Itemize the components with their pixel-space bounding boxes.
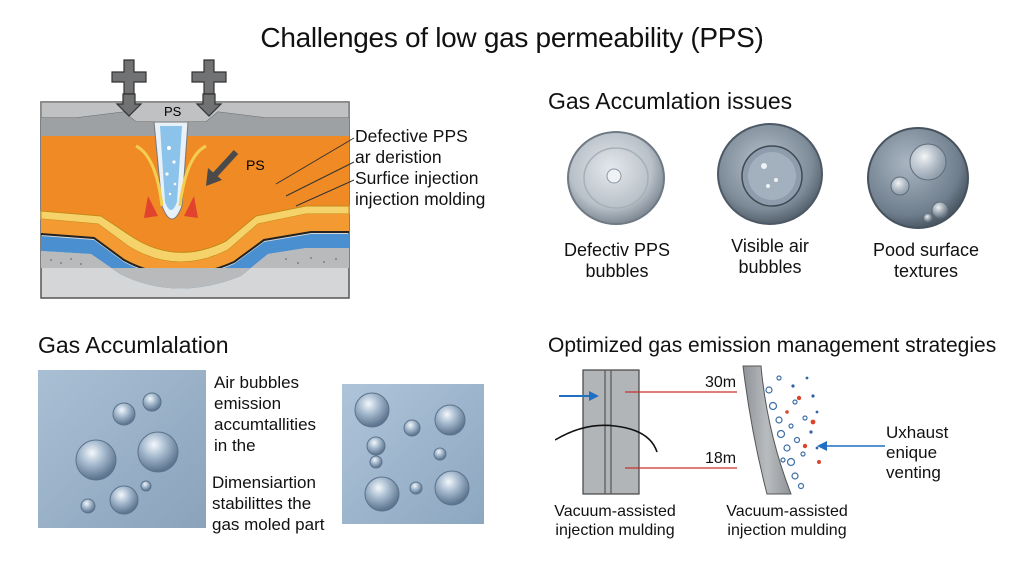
issue-caption-3: Pood surface textures [856,240,996,282]
acc-text1-line2: emission [214,394,282,413]
curved-mold-wall [742,365,792,495]
issue-1-line2: bubbles [585,261,649,281]
strategies-heading: Optimized gas emission management strate… [548,334,997,357]
gas-issues-heading: Gas Accumlation issues [548,88,793,114]
vacuum-line [555,424,658,453]
press-arrow-right [191,59,227,117]
acc-text2-line2: stabilittes the [212,494,312,513]
exhaust-arrow [817,441,827,451]
issue-2-line1: Visible air [731,236,809,256]
issue-caption-2: Visible air bubbles [700,236,840,278]
bubble-photo-right [342,384,484,524]
exhaust-line3: venting [886,463,941,482]
mold-label: PS [164,104,182,119]
defective-bubble-disc [567,131,665,225]
callout-lines [275,137,355,207]
issue-2-line2: bubbles [738,257,802,277]
gas-accumulation-heading: Gas Accumlalation [38,332,229,358]
page-title: Challenges of low gas permeability (PPS) [260,22,764,53]
red-particles [785,395,821,464]
strategy-caption-right: Vacuum-assisted injection mulding [712,502,862,540]
issue-caption-1: Defectiv PPS bubbles [545,240,689,282]
caption-right-line2: injection mulding [727,522,847,539]
accumulation-text-2: Dimensiartion stabilittes the gas moled … [212,472,324,535]
inlet-arrow [589,391,599,401]
strategies-diagram [555,365,885,495]
dimension-bottom: 18m [705,450,737,467]
callout-3: Surfice injection [355,168,479,188]
acc-text2-line3: gas moled part [212,515,325,534]
cross-section-diagram: PS PS [40,59,355,299]
visible-air-bubble-disc [717,123,823,225]
blue-base-layer [41,234,349,289]
acc-text1-line1: Air bubbles [214,373,300,392]
accumulation-text-1: Air bubbles emission accumtallities in t… [214,372,316,456]
callout-2: ar deristion [355,147,442,167]
channel-bubbles [165,146,177,196]
caption-left-line2: injection mulding [555,522,675,539]
bubble-photo-left [38,370,206,528]
issue-1-line1: Defectiv PPS [563,240,671,260]
cross-section-callouts: Defective PPS ar deristion Surfice injec… [355,126,485,210]
direction-arrow [206,168,222,186]
caption-left-line1: Vacuum-assisted [554,503,676,520]
strategy-caption-left: Vacuum-assisted injection mulding [540,502,690,540]
bubble-illustrations [567,123,969,229]
photo-bubbles-right [354,392,470,512]
orange-lower-layer [41,214,349,275]
orange-part-layer [41,136,349,253]
substrate-dots [50,257,337,265]
dotted-substrate [41,248,349,289]
callout-1: Defective PPS [355,126,468,146]
exhaust-label: Uxhaust enique venting [886,423,948,483]
press-arrow-left [111,59,147,117]
acc-text1-line3: accumtallities [214,415,317,434]
part-label: PS [246,157,265,173]
photo-bubbles [75,392,179,515]
mold-top-layer [41,112,349,136]
acc-text2-line1: Dimensiartion [212,473,316,492]
acc-text1-line4: in the [214,436,256,455]
dimension-top: 30m [705,374,737,391]
surface-texture-disc [867,127,969,229]
exhaust-line2: enique [886,443,938,462]
exhaust-line1: Uxhaust [886,423,949,442]
issue-3-line2: textures [893,261,959,281]
callout-4: injection molding [355,189,486,209]
issue-3-line1: Pood surface [872,240,980,260]
gas-channel-fill [160,126,182,210]
scatter-dots [791,376,819,450]
emission-bubbles [765,375,808,490]
caption-right-line1: Vacuum-assisted [726,503,848,520]
